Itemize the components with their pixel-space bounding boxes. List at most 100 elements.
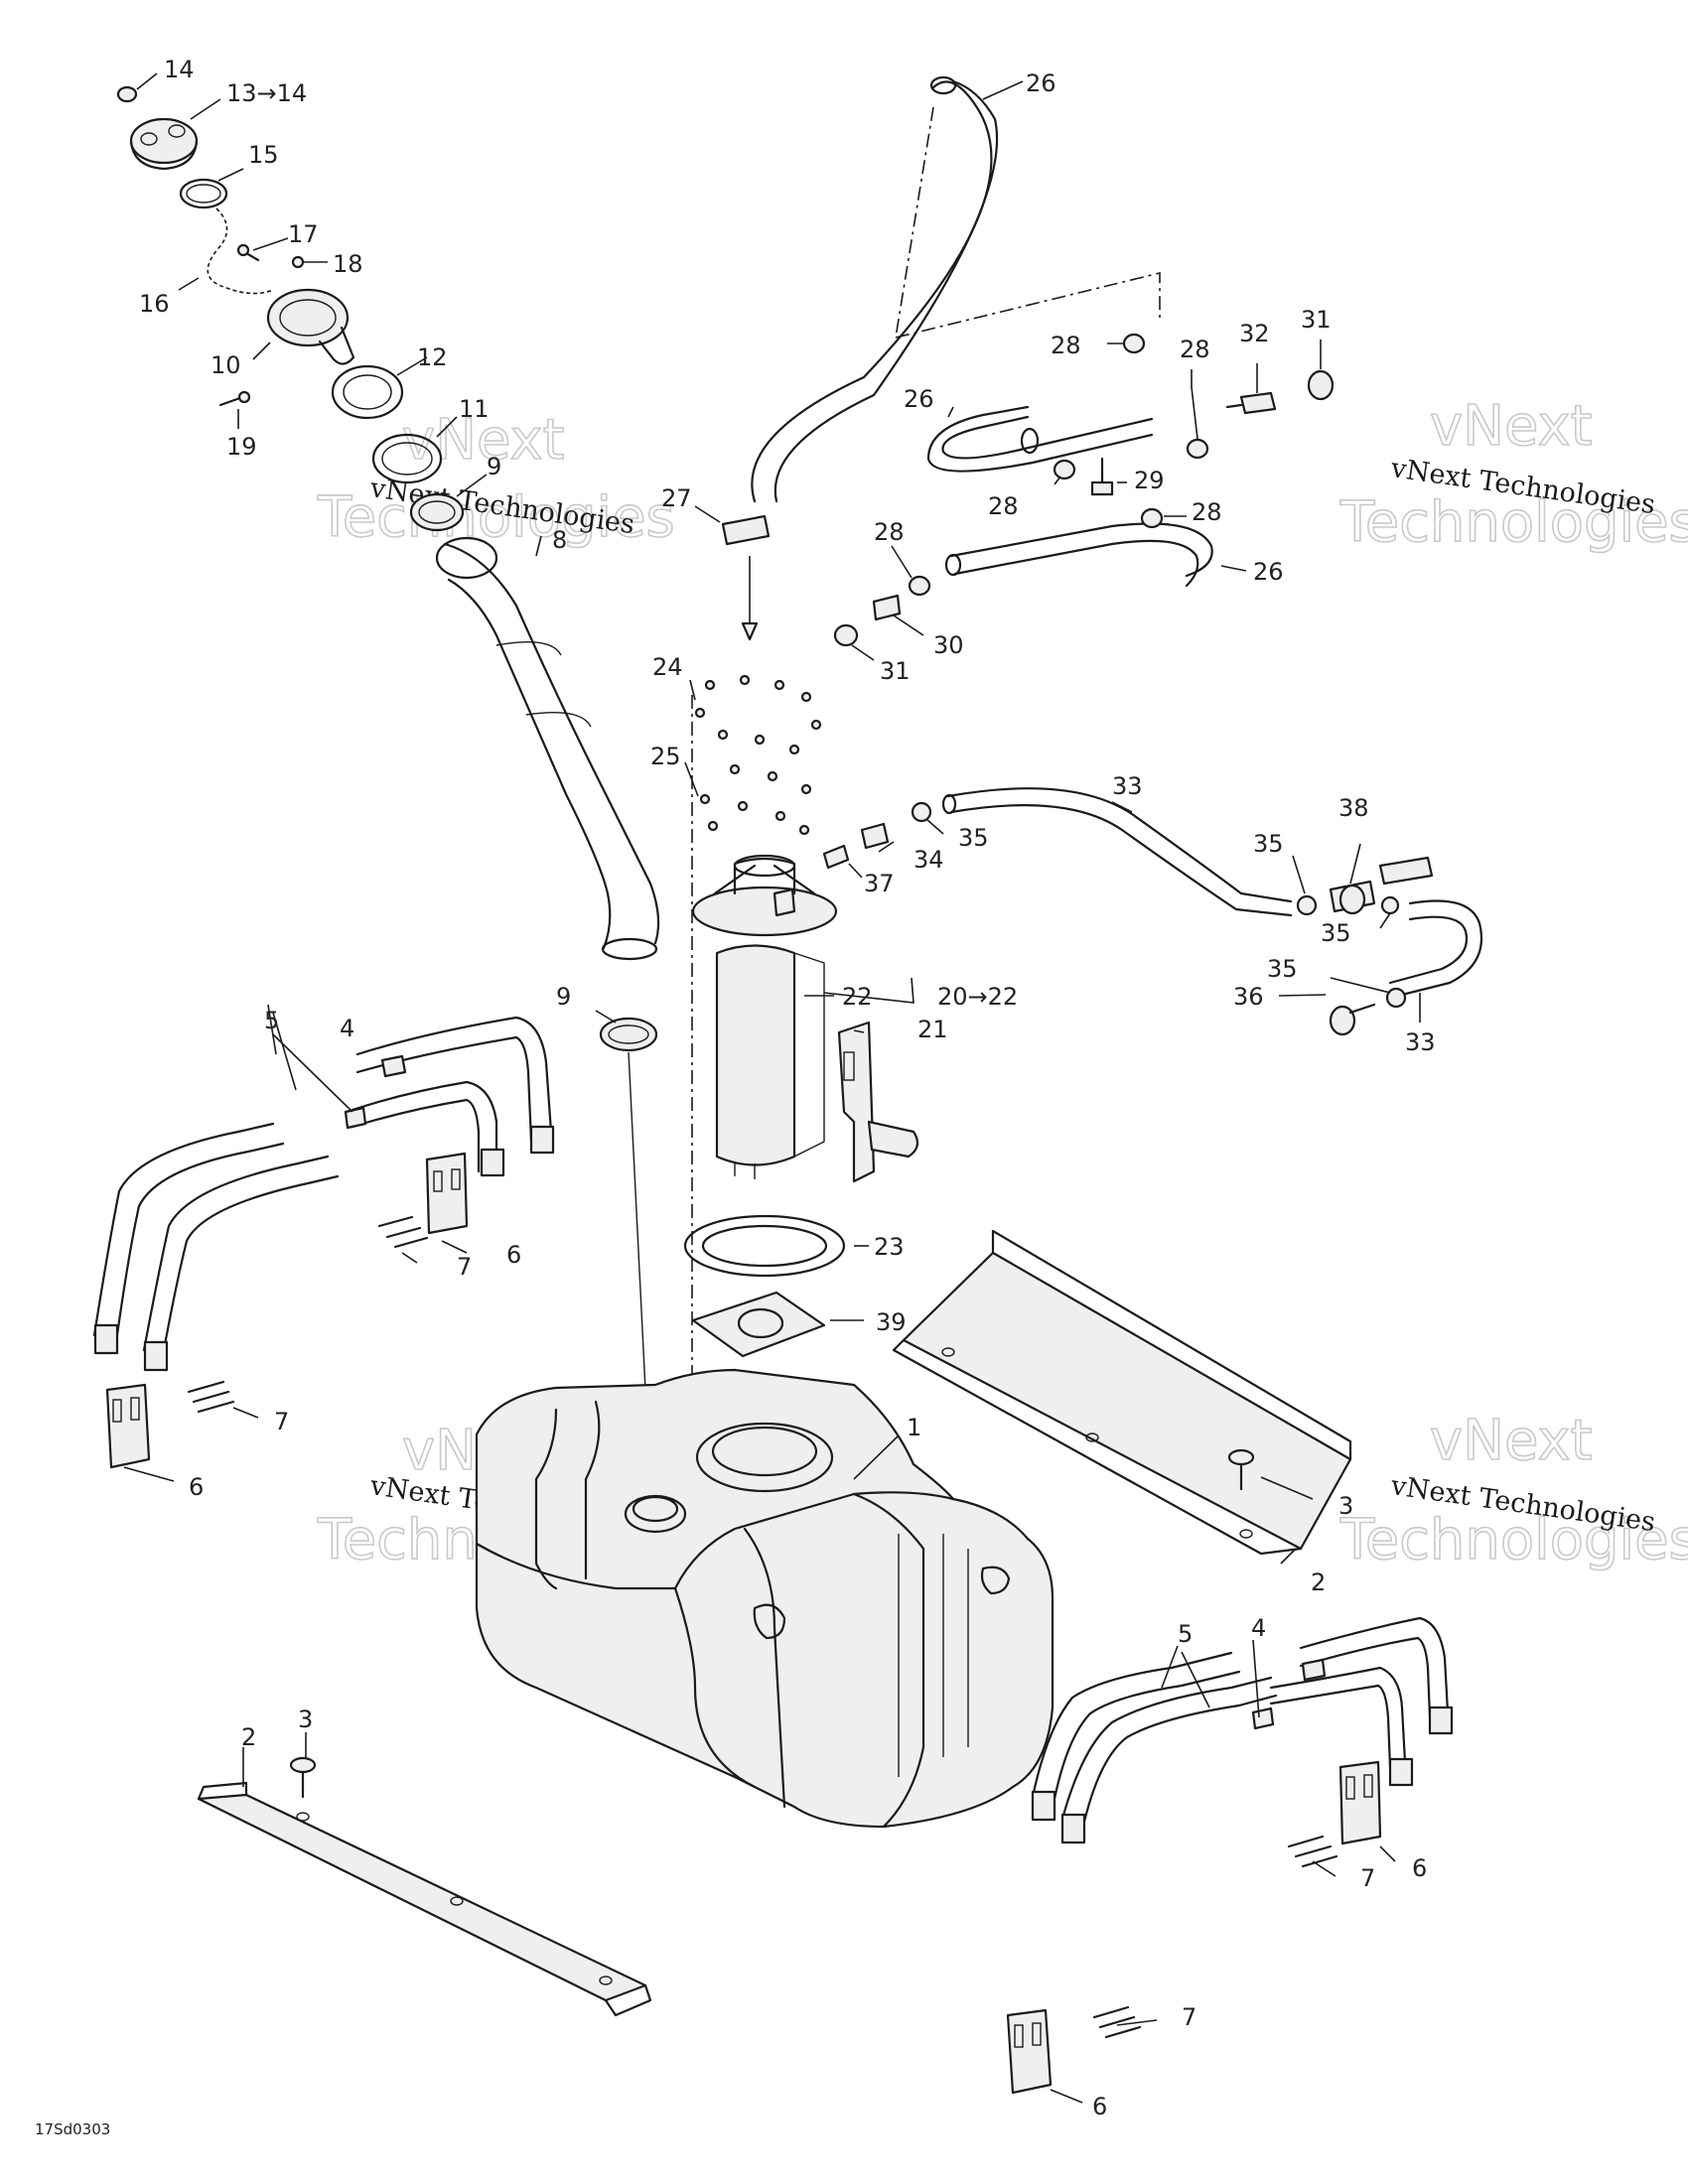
callout-18: 18 [333, 250, 363, 278]
callout-39: 39 [876, 1308, 907, 1336]
watermark-line1: vNext [1430, 394, 1593, 459]
pump-fittings [822, 801, 932, 870]
assembly-line [895, 271, 1161, 339]
push-rivets-part [289, 1448, 1255, 1799]
callout-11: 11 [459, 395, 490, 423]
warning-label-part [691, 1291, 826, 1358]
hose-clamp-part [409, 492, 465, 532]
pump-body-part [715, 944, 796, 1166]
callout-34: 34 [914, 846, 944, 874]
check-valve-part [1239, 391, 1277, 415]
callout-12: 12 [417, 343, 448, 371]
lower-hose-clamp-part [599, 1017, 658, 1052]
outlet-fitting-part [822, 844, 850, 870]
callout-9: 9 [487, 453, 501, 480]
vent-hose-long-part [751, 75, 999, 503]
fuel-filter-assembly [1296, 856, 1434, 1036]
vent-cap-part [1307, 369, 1335, 401]
watermark-line1: vNext [1430, 1409, 1593, 1473]
callout-4: 4 [340, 1015, 354, 1042]
callout-14: 14 [164, 56, 195, 83]
callout-28: 28 [874, 518, 905, 546]
watermark-line2: Technologies [317, 485, 675, 550]
valve-part [872, 594, 902, 621]
seal-part [371, 433, 443, 484]
callout-7: 7 [1360, 1864, 1375, 1892]
callout-31: 31 [1301, 306, 1332, 334]
callout-17: 17 [288, 220, 319, 248]
assembly-line [895, 106, 934, 339]
pump-nuts-pattern [694, 674, 822, 836]
watermark-top-right: vNext Technologies vNext Technologies [1338, 393, 1688, 556]
callout-32: 32 [1239, 320, 1270, 347]
vent-hose-lower-part [944, 522, 1213, 588]
callout-1: 1 [907, 1414, 921, 1441]
callout-33: 33 [1405, 1028, 1436, 1056]
watermark-line2: Technologies [1339, 490, 1688, 555]
callout-5: 5 [1178, 1620, 1193, 1648]
callout-10: 10 [211, 351, 241, 379]
tee-fitting-part [1090, 480, 1114, 496]
callout-2: 2 [241, 1723, 256, 1751]
callout-28: 28 [988, 492, 1019, 520]
vent-clamp-part [721, 514, 771, 546]
callout-23: 23 [874, 1233, 905, 1261]
pump-bracket-part [837, 1021, 876, 1183]
callout-24: 24 [652, 653, 683, 681]
bolts-right-part [1092, 1835, 1338, 2039]
leader-lines [123, 72, 1421, 2104]
fuel-line-part [941, 787, 1483, 1000]
tank-straps-right-part [1031, 1616, 1454, 1844]
callout-4: 4 [1251, 1614, 1266, 1642]
callout-labels: 1 2 2 3 3 4 4 5 5 6 6 6 6 7 7 7 7 8 9 9 … [139, 56, 1436, 2120]
callout-36: 36 [1233, 983, 1264, 1011]
callout-3: 3 [1338, 1492, 1353, 1520]
filler-hose-part [435, 536, 660, 961]
callout-16: 16 [139, 290, 170, 318]
strap-brackets-right-part [1006, 1760, 1382, 2095]
callout-7: 7 [274, 1408, 289, 1435]
callout-35: 35 [1321, 919, 1351, 947]
callout-19: 19 [226, 433, 257, 461]
callout-35: 35 [1253, 830, 1284, 858]
callout-5: 5 [264, 1007, 279, 1034]
callout-35: 35 [1267, 955, 1298, 983]
callout-26: 26 [1026, 69, 1056, 97]
callout-31: 31 [880, 657, 911, 685]
tank-straps-left-part [92, 1016, 555, 1372]
callout-28: 28 [1180, 336, 1210, 363]
callout-15: 15 [248, 141, 279, 169]
filler-cap-assembly [116, 85, 465, 532]
pump-opening [695, 1422, 834, 1493]
callout-37: 37 [864, 870, 895, 897]
callout-28: 28 [1192, 498, 1222, 526]
watermark-line2: Technologies [1339, 1508, 1688, 1572]
callout-2: 2 [1311, 1569, 1326, 1596]
callout-20: 20→22 [937, 983, 1018, 1011]
nut-part [291, 255, 305, 269]
quick-connector-part [860, 822, 890, 850]
mount-ring-part [331, 364, 404, 420]
watermark-top-left: vNext Technologies vNext Technologies [316, 407, 675, 551]
pump-gasket-part [683, 1214, 846, 1278]
callout-38: 38 [1338, 794, 1369, 822]
gasket-part [179, 178, 228, 209]
callout-6: 6 [1412, 1854, 1427, 1882]
callout-6: 6 [189, 1473, 204, 1501]
callout-7: 7 [457, 1253, 472, 1281]
screw-part [244, 251, 260, 262]
callout-13: 13→14 [226, 79, 307, 107]
callout-35: 35 [958, 824, 989, 852]
fuel-pump-module-part [691, 854, 919, 1183]
assembly-line [628, 1051, 648, 1431]
callout-9: 9 [556, 983, 571, 1011]
callout-8: 8 [552, 526, 567, 554]
tether-chain-part [207, 207, 274, 295]
callout-29: 29 [1134, 467, 1165, 494]
bolts-left-part [187, 1215, 429, 1414]
callout-6: 6 [506, 1241, 521, 1269]
skid-plate-right-part [892, 1229, 1352, 1556]
callout-30: 30 [933, 631, 964, 659]
callout-7: 7 [1182, 2003, 1196, 2031]
